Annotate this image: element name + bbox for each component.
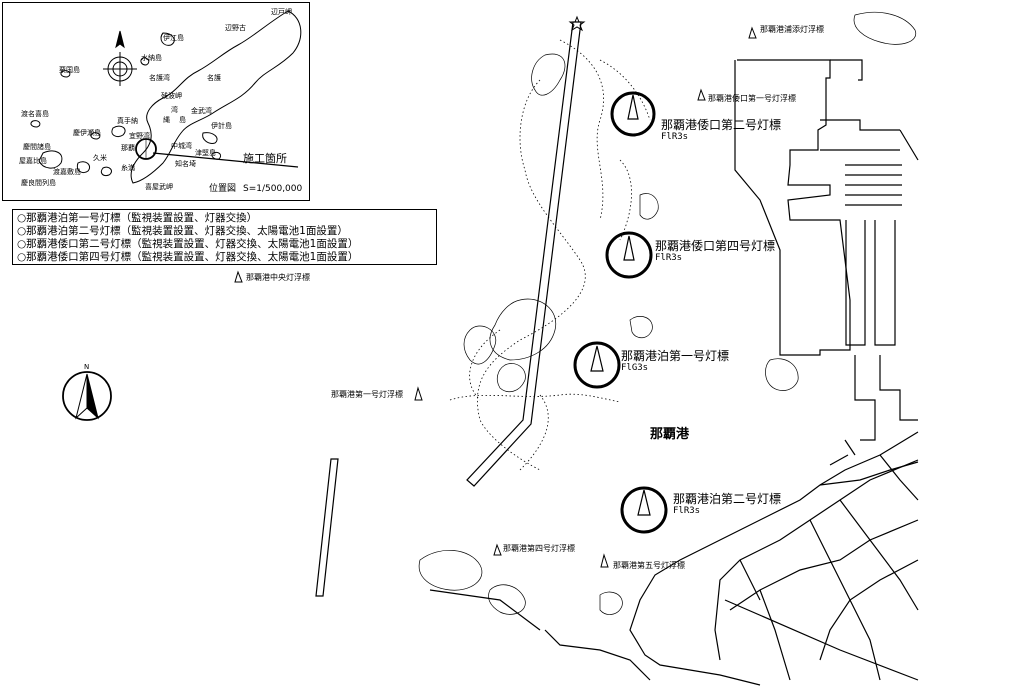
inset-label-minnajima: 水納島 xyxy=(141,54,162,62)
inset-label-henoko: 辺野古 xyxy=(225,24,246,32)
work-items-legend: ○那覇港泊第一号灯標（監視装置設置、灯器交換） ○那覇港泊第二号灯標（監視装置設… xyxy=(12,209,437,265)
beacon-waguchi2-name: 那覇港倭口第二号灯標 xyxy=(661,118,782,132)
inset-label-matena: 真手納 xyxy=(117,117,138,125)
inset-label-tokashikijima: 渡嘉敷島 xyxy=(53,168,81,176)
inset-scale: S=1/500,000 xyxy=(243,184,303,194)
inset-label-chinazaki: 知名埼 xyxy=(175,160,196,168)
beacon-waguchi4-code: FlR3s xyxy=(655,253,683,263)
tomari2-beacon-circle xyxy=(620,486,668,534)
west-breakwater xyxy=(315,458,339,597)
beacon-waguchi4-name: 那覇港倭口第四号灯標 xyxy=(655,239,776,253)
beacon-tomari2-code: FlR3s xyxy=(673,506,701,516)
okinawa-outline xyxy=(30,10,302,184)
legend-item: ○那覇港倭口第四号灯標（監視装置設置、灯器交換、太陽電池1面設置） xyxy=(17,251,359,263)
inset-label-bay-1: 湾 xyxy=(171,106,178,114)
buoy-waguchi1-label: 那覇港倭口第一号灯浮標 xyxy=(708,94,796,103)
inset-label-kerama-retto: 慶良間列島 xyxy=(21,179,56,187)
buoy-chuo-label: 那覇港中央灯浮標 xyxy=(246,273,310,282)
inset-label-hedomisaki: 辺戸岬 xyxy=(271,8,292,16)
inset-label-tsukenjima: 津堅島 xyxy=(195,149,216,157)
inset-label-kerama-shoto: 慶間諸島 xyxy=(23,143,51,151)
waguchi2-beacon-circle xyxy=(610,91,656,137)
inset-label-ikeijima: 伊計島 xyxy=(211,122,232,130)
legend-item: ○那覇港泊第二号灯標（監視装置設置、灯器交換、太陽電池1面設置） xyxy=(17,225,348,237)
inset-label-bay-2: 縄 xyxy=(163,116,170,124)
inset-label-yakabijima: 屋嘉比島 xyxy=(19,157,47,165)
port-coastline xyxy=(734,59,851,356)
legend-item: ○那覇港泊第一号灯標（監視装置設置、灯器交換） xyxy=(17,212,258,224)
inset-label-kume: 久米 xyxy=(93,154,107,162)
north-breakwater xyxy=(466,21,582,487)
tomari1-beacon-circle xyxy=(573,341,621,389)
inset-label-agunijima: 粟国島 xyxy=(59,66,80,74)
inset-label-nago: 名護 xyxy=(207,74,221,82)
inset-label-naha: 那覇 xyxy=(121,144,135,152)
buoy-no5-label: 那覇港第五号灯浮標 xyxy=(613,561,685,570)
inset-label-ginowan: 宜野湾 xyxy=(129,132,150,140)
reef-patch xyxy=(531,53,566,96)
inset-label-zanpamisaki: 残波岬 xyxy=(161,92,182,100)
buoy-urazoe-label: 那覇港浦添灯浮標 xyxy=(760,25,824,34)
beacon-tomari1-name: 那覇港泊第一号灯標 xyxy=(621,349,730,363)
compass-north-label: N xyxy=(84,363,90,371)
buoy-symbol xyxy=(234,270,243,283)
inset-label-bay-3: 島 xyxy=(179,116,186,124)
beacon-waguchi2-code: FlR3s xyxy=(661,132,689,142)
inset-label-nagowan: 名護湾 xyxy=(149,74,170,82)
inset-label-kyanmisaki: 喜屋武岬 xyxy=(145,183,173,191)
inset-work-site-label: 施工箇所 xyxy=(243,152,287,165)
inset-label-keisejima: 慶伊瀬島 xyxy=(73,129,101,137)
inset-label-nakagusukuwan: 中城湾 xyxy=(171,142,192,150)
beacon-tomari2-name: 那覇港泊第二号灯標 xyxy=(673,492,782,506)
inset-label-tonakijima: 渡名喜島 xyxy=(21,110,49,118)
inset-label-kinwan: 金武湾 xyxy=(191,107,212,115)
inset-label-iejima: 伊江島 xyxy=(163,34,184,42)
south-coastline xyxy=(629,431,919,686)
waguchi4-beacon-circle xyxy=(605,231,653,279)
location-map-inset: 辺戸岬 辺野古 伊江島 水納島 名護湾 名護 残波岬 金武湾 伊計島 湾 縄 島… xyxy=(2,2,310,201)
harbor-name: 那覇港 xyxy=(650,427,690,442)
north-arrow-icon xyxy=(62,371,112,421)
legend-item: ○那覇港倭口第二号灯標（監視装置設置、灯器交換、太陽電池1面設置） xyxy=(17,238,359,250)
buoy-no1-label: 那覇港第一号灯浮標 xyxy=(331,390,403,399)
buoy-no4-label: 那覇港第四号灯浮標 xyxy=(503,544,575,553)
beacon-tomari1-code: FlG3s xyxy=(621,363,649,373)
inset-label-itoman: 糸満 xyxy=(121,164,135,172)
inset-caption: 位置図 xyxy=(209,184,237,194)
breakwater-tip-star xyxy=(568,15,586,32)
